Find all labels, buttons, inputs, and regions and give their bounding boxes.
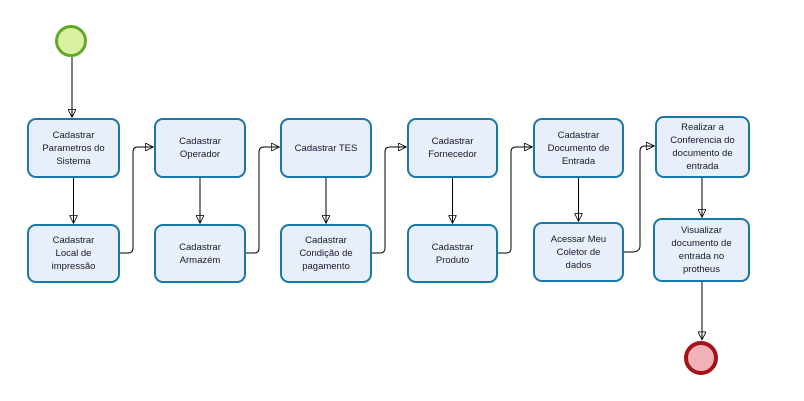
task-cadastrar-condicao-de-pagamento[interactable]: Cadastrar Condição de pagamento [280,224,372,283]
end-event[interactable] [684,341,718,375]
task-visualizar-documento-protheus[interactable]: Visualizar documento de entrada no proth… [653,218,750,282]
task-cadastrar-documento-de-entrada[interactable]: Cadastrar Documento de Entrada [533,118,624,178]
connector-coletor-to-conferencia [624,146,654,253]
task-cadastrar-tes[interactable]: Cadastrar TES [280,118,372,178]
task-acessar-meu-coletor-de-dados[interactable]: Acessar Meu Coletor de dados [533,222,624,282]
connector-local-impressao-to-operador [120,147,153,254]
task-cadastrar-local-de-impressao[interactable]: Cadastrar Local de impressão [27,224,120,283]
start-event[interactable] [55,25,87,57]
task-cadastrar-parametros-do-sistema[interactable]: Cadastrar Parametros do Sistema [27,118,120,178]
connector-armazem-to-tes [246,147,279,254]
task-realizar-conferencia-documento[interactable]: Realizar a Conferencia do documento de e… [655,116,750,178]
connector-condicao-pagamento-to-fornecedor [372,147,406,254]
connector-produto-to-documento-entrada [498,147,532,254]
task-cadastrar-produto[interactable]: Cadastrar Produto [407,224,498,283]
task-cadastrar-armazem[interactable]: Cadastrar Armazém [154,224,246,283]
task-cadastrar-operador[interactable]: Cadastrar Operador [154,118,246,178]
task-cadastrar-fornecedor[interactable]: Cadastrar Fornecedor [407,118,498,178]
